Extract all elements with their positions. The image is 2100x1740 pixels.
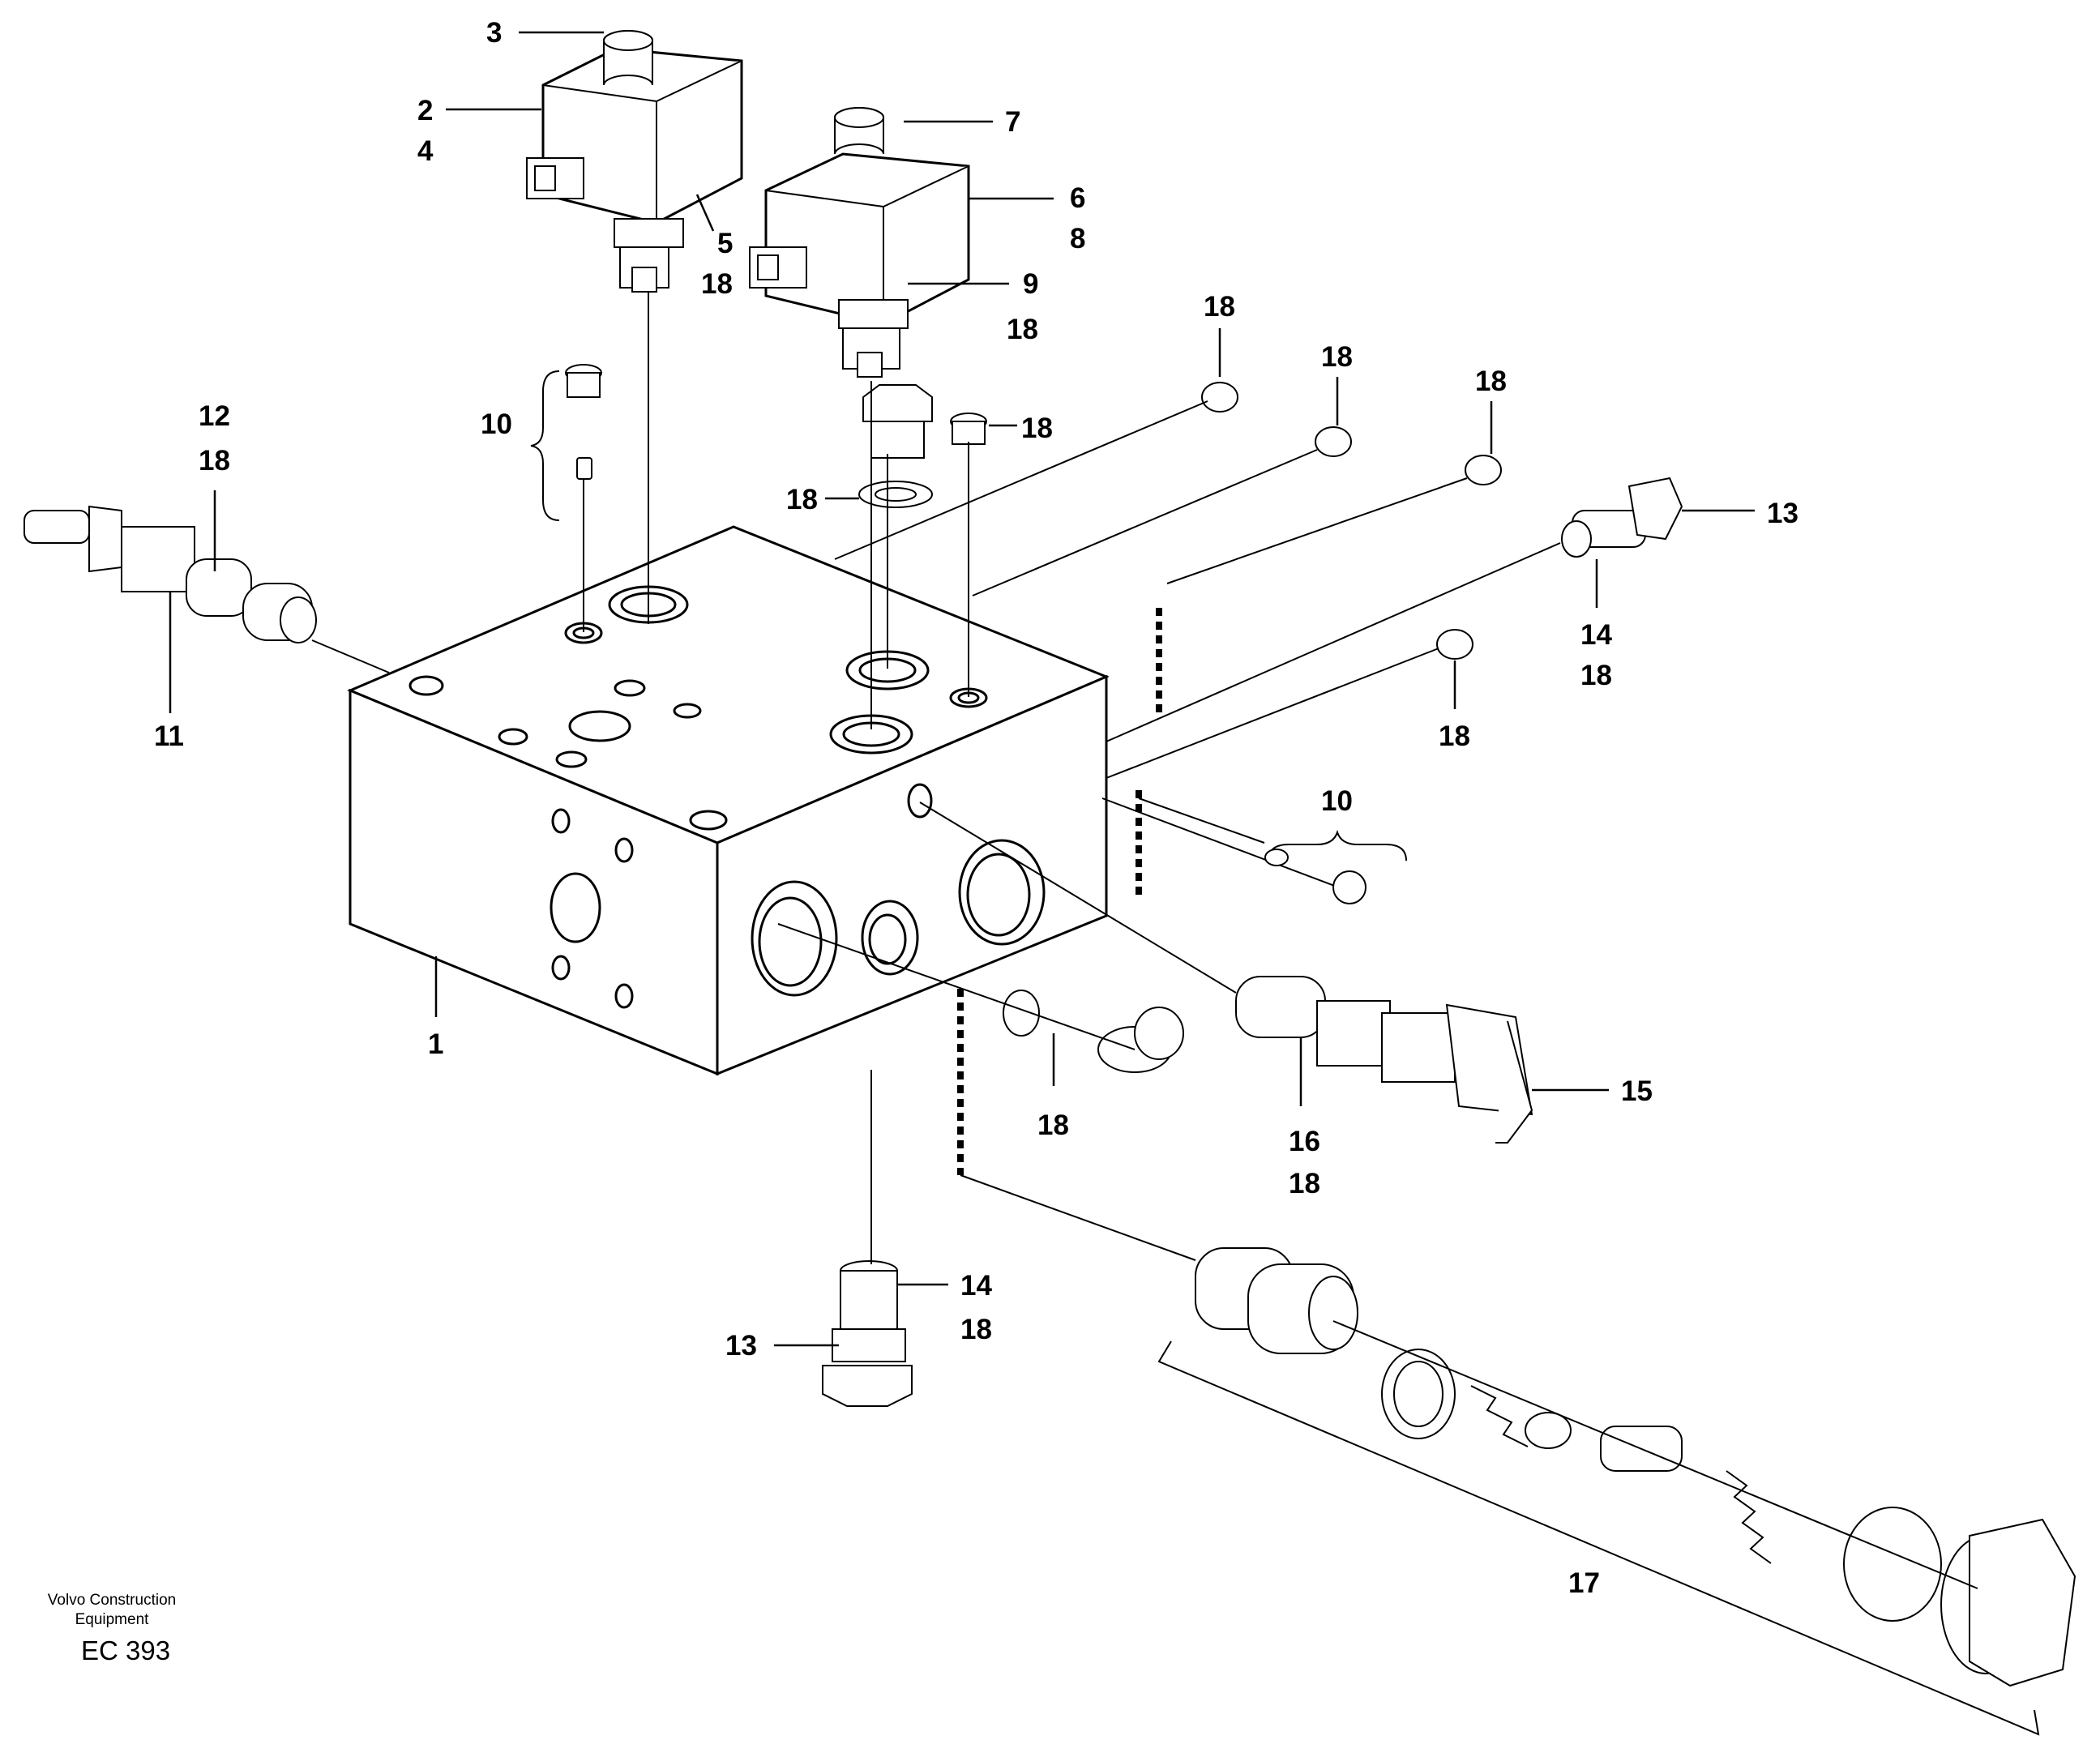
callout-13-right: 13 <box>1767 498 1798 529</box>
callout-10-right: 10 <box>1321 785 1353 817</box>
leader-lines <box>169 31 1755 1347</box>
callout-18-bottom-washer: 18 <box>1037 1109 1069 1141</box>
callout-1: 1 <box>428 1028 443 1060</box>
callout-18-item-16: 18 <box>1289 1168 1320 1199</box>
callout-labels: 3 2 4 5 18 7 6 8 9 18 18 18 18 10 18 18 … <box>154 17 1798 1599</box>
callout-18-item-12: 18 <box>199 445 230 477</box>
callout-5: 5 <box>717 228 733 259</box>
callout-16: 16 <box>1289 1126 1320 1157</box>
callout-18-solenoid-1: 18 <box>701 268 733 300</box>
footer: Volvo Construction Equipment EC 393 <box>48 1592 176 1665</box>
callout-18-washer: 18 <box>786 484 818 515</box>
callout-17: 17 <box>1568 1567 1600 1599</box>
callout-18-right-plug: 18 <box>1439 720 1470 752</box>
solenoid-valve-1 <box>526 30 743 293</box>
callout-18-plug-1: 18 <box>1204 291 1235 323</box>
callout-18-item-14-right: 18 <box>1580 660 1612 691</box>
drawing-code: EC 393 <box>81 1635 170 1665</box>
guide-lines <box>311 292 1978 1589</box>
brand-line-1: Volvo Construction <box>48 1592 176 1609</box>
small-plug-and-orifice-top <box>565 364 602 480</box>
small-plugs-right <box>1201 382 1502 660</box>
callout-18-plug-3: 18 <box>1475 366 1507 397</box>
callout-14-bottom: 14 <box>960 1270 992 1302</box>
cartridge-bottom <box>822 1260 913 1407</box>
callout-15: 15 <box>1621 1075 1653 1107</box>
brand-line-2: Equipment <box>75 1611 150 1628</box>
callout-11: 11 <box>154 720 184 752</box>
relief-valve-kit <box>1157 1247 2076 1736</box>
callout-18-item-14-bottom: 18 <box>960 1314 992 1345</box>
solenoid-valve-2 <box>749 107 970 378</box>
callout-4: 4 <box>417 135 434 167</box>
brace-10-top <box>530 370 560 521</box>
callout-12: 12 <box>199 400 230 432</box>
callout-3: 3 <box>486 17 502 49</box>
cartridge-right <box>1561 477 1683 558</box>
callout-18-solenoid-2: 18 <box>1007 314 1038 345</box>
callout-18-small-plug: 18 <box>1021 413 1053 444</box>
plug-and-washer-top <box>858 384 987 508</box>
callout-14-right: 14 <box>1580 619 1612 651</box>
callout-18-plug-2: 18 <box>1321 341 1353 373</box>
callout-9: 9 <box>1023 268 1038 300</box>
callout-8: 8 <box>1070 223 1085 254</box>
brace-10-right <box>1264 829 1407 904</box>
valve-block <box>347 525 1110 1076</box>
callout-7: 7 <box>1005 106 1020 138</box>
callout-2: 2 <box>417 95 433 126</box>
sensor-left <box>24 505 317 643</box>
pressure-valve <box>1235 976 1533 1144</box>
callout-10-top: 10 <box>481 408 512 440</box>
callout-13-bottom: 13 <box>725 1330 757 1362</box>
callout-6: 6 <box>1070 182 1085 214</box>
bottom-plug-and-washer <box>1003 990 1184 1073</box>
